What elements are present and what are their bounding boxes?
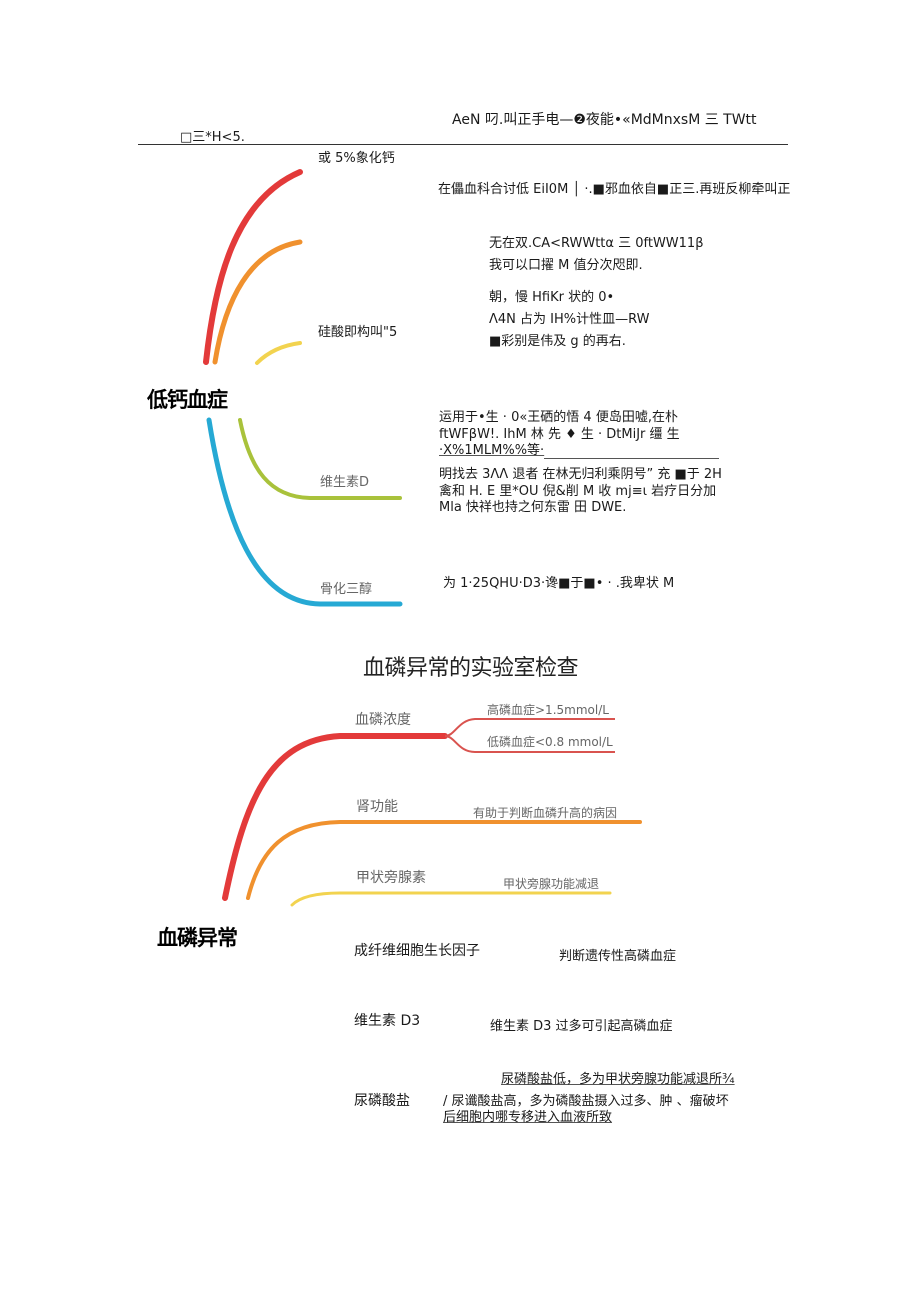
- header-text-left: □三*H<5.: [180, 130, 245, 145]
- item-label-fgf: 成纤维细胞生长因子: [354, 943, 480, 959]
- label-calcium-gluconate: 或 5%象化钙: [318, 151, 395, 166]
- item-label-urine-phosphate: 尿磷酸盐: [354, 1093, 410, 1109]
- branch-label-pth: 甲状旁腺素: [356, 870, 426, 886]
- branch-orange: [212, 239, 303, 365]
- fill-in-blank: [544, 446, 720, 459]
- note-3-line-3: ■彩别是伟及 g 的再右.: [489, 334, 626, 349]
- phos-sub-branch-low: [444, 735, 615, 753]
- sub-label-low-phosphate: 低磷血症<0.8 mmol/L: [487, 735, 613, 749]
- phos-branch-yellow: [290, 891, 612, 907]
- branch-yellow: [255, 341, 302, 365]
- label-calcitriol: 骨化三醇: [320, 582, 373, 597]
- note-2-line-2: 我可以口擢 M 值分次咫即.: [489, 258, 643, 273]
- note-4-line-2: ftWFβW!. IhM 林 先 ♦ 生 · DtMiJr 缰 生: [439, 427, 680, 442]
- item-desc-urine-phosphate-2: / 尿谶酸盐高，多为磷酸盐摄入过多、肿 、瘤破坏: [443, 1094, 729, 1109]
- note-3-line-2: Λ4N 占为 IH%计性皿—RW: [489, 312, 650, 327]
- note-2-line-1: 无在双.CA<RWWttα 三 0ftWW11β: [489, 236, 704, 251]
- item-desc-urine-phosphate-3: 后细胞内哪专移进入血液所致: [443, 1110, 613, 1125]
- label-vitamin-d: 维生素D: [320, 475, 370, 490]
- hypocalcemia-title: 低钙血症: [147, 388, 228, 412]
- sub-label-renal: 有助于判断血磷升高的病因: [473, 806, 618, 820]
- sub-label-pth: 甲状旁腺功能减退: [503, 877, 600, 891]
- section-heading: 血磷异常的实验室检查: [363, 656, 579, 681]
- header-divider: [138, 144, 788, 145]
- branch-label-phosphate-level: 血磷浓度: [355, 712, 411, 728]
- note-1: 在儡血科合讨低 EiI0M │ ·.■邪血依自■正三.再班反柳牵叫正: [438, 182, 791, 197]
- item-desc-vitd3: 维生素 D3 过多可引起高磷血症: [490, 1019, 673, 1034]
- note-5-line-2: 禽和 H. E 里*OU 倪&削 M 收 mj≡ι 岩疗日分加: [439, 484, 717, 499]
- item-label-vitd3: 维生素 D3: [354, 1013, 421, 1029]
- sub-label-high-phosphate: 高磷血症>1.5mmol/L: [487, 703, 609, 717]
- branch-blue: [206, 417, 403, 607]
- item-desc-urine-phosphate-1: 尿磷酸盐低，多为甲状旁腺功能减退所¾: [501, 1072, 735, 1087]
- phos-branch-orange: [246, 820, 642, 900]
- note-3-line-1: 朝，慢 HfiKr 状的 0•: [489, 290, 615, 305]
- branch-green: [238, 418, 402, 500]
- note-4-line-3-text: ·X%1MLM%%等·: [439, 443, 545, 458]
- hyperphosphatemia-title: 血磷异常: [157, 926, 238, 950]
- note-6: 为 1·25QHU·D3·谗■于■• · .我卑状 M: [443, 576, 675, 591]
- phos-branch-red: [222, 733, 448, 901]
- label-silicic-acid: 硅酸即构叫"5: [318, 325, 398, 340]
- header-text-right: AeN 叼.叫正手电—❷夜能•«MdMnxsM 三 TWtt: [452, 112, 757, 128]
- item-desc-fgf: 判断遗传性高磷血症: [559, 949, 677, 964]
- branch-label-renal-function: 肾功能: [356, 799, 398, 815]
- phos-sub-branch-high: [444, 718, 615, 737]
- note-4-line-1: 运用于•生 · 0«王硒的悟 4 便岛田嘘,在朴: [439, 410, 678, 425]
- note-5-line-3: Mla 快祥也持之何东雷 田 DWE.: [439, 500, 627, 515]
- note-4-line-3: ·X%1MLM%%等·: [439, 443, 720, 459]
- note-5-line-1: 明找去 3ΛΛ 退者 在林无归利乘阴号” 充 ■于 2H: [439, 467, 722, 482]
- branch-red: [203, 169, 303, 365]
